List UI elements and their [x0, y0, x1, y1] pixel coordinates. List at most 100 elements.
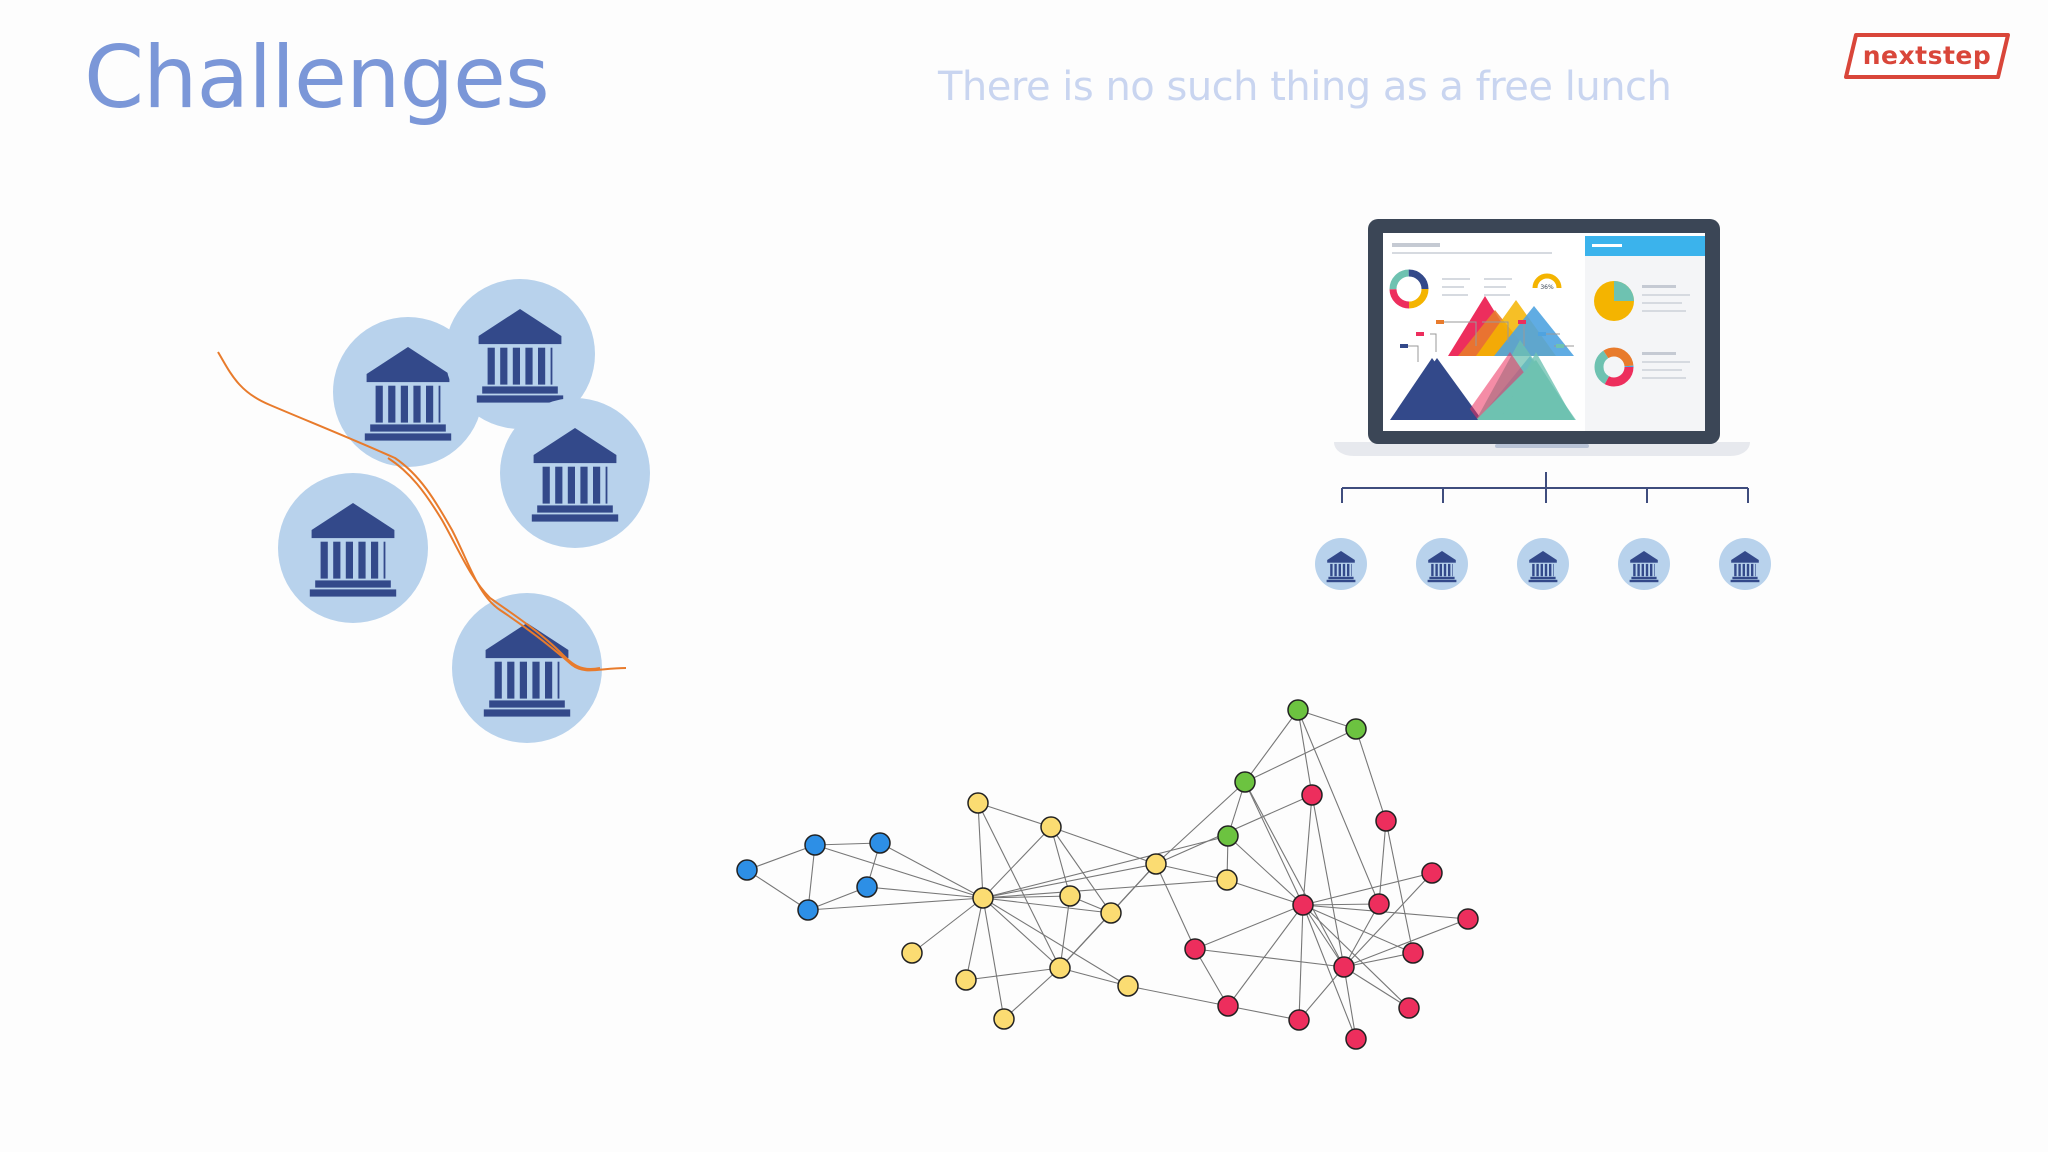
network-nodes	[736, 699, 1479, 1050]
network-node	[1398, 997, 1420, 1019]
network-node	[1100, 902, 1122, 924]
bank-node	[1719, 538, 1771, 590]
fragmented-banks-illustration	[217, 279, 650, 743]
slide-subtitle: There is no such thing as a free lunch	[938, 64, 1672, 110]
network-edge	[1050, 826, 1157, 865]
network-node	[1288, 1009, 1310, 1031]
network-node	[1049, 957, 1071, 979]
bank-node	[1315, 538, 1367, 590]
network-edge	[879, 842, 984, 899]
network-edge	[1059, 895, 1071, 969]
network-edge	[1343, 966, 1410, 1009]
network-node	[1217, 825, 1239, 847]
network-edge	[1155, 863, 1196, 950]
bank-node	[1517, 538, 1569, 590]
nextstep-logo: nextstep	[1842, 32, 2012, 80]
network-edge	[911, 897, 984, 954]
donut-chart-icon	[1389, 269, 1429, 309]
fracture-line	[217, 351, 627, 672]
gauge-label: 36%	[1540, 284, 1554, 291]
network-edge	[982, 897, 1129, 987]
dashboard-content: 36%	[1389, 236, 1705, 431]
network-edge	[1244, 728, 1357, 783]
network-node	[1217, 995, 1239, 1017]
bank-node	[500, 398, 650, 548]
network-edge	[1302, 794, 1313, 906]
laptop-dashboard-icon: 36%	[1334, 219, 1750, 456]
network-edge	[982, 897, 1005, 1020]
logo-text: nextstep	[1862, 41, 1992, 70]
network-edge	[1343, 918, 1469, 968]
network-edge	[982, 826, 1052, 899]
network-node	[967, 792, 989, 814]
network-node	[972, 887, 994, 909]
network-edge	[1155, 863, 1228, 881]
network-node	[736, 859, 758, 881]
network-node	[1287, 699, 1309, 721]
network-edge	[965, 967, 1061, 981]
network-edge	[982, 863, 1157, 899]
network-node	[1145, 853, 1167, 875]
network-node	[1375, 810, 1397, 832]
bank-row	[1315, 538, 1771, 590]
network-edge	[1302, 904, 1410, 1009]
network-edge	[977, 802, 1061, 969]
network-edge	[1227, 904, 1304, 1007]
network-node	[1040, 816, 1062, 838]
network-edge	[1155, 781, 1246, 865]
network-edge	[1378, 820, 1387, 905]
network-edge	[965, 897, 984, 981]
network-node	[1301, 784, 1323, 806]
network-node	[1117, 975, 1139, 997]
network-edge	[814, 844, 984, 899]
bank-node	[278, 473, 428, 623]
network-edge	[1343, 872, 1433, 968]
network-edge	[1194, 948, 1229, 1007]
slide-title: Challenges	[84, 28, 550, 128]
network-node	[1333, 956, 1355, 978]
network-edge	[982, 895, 1071, 899]
network-edge	[1244, 781, 1345, 968]
network-edge	[1050, 826, 1071, 897]
network-edge	[977, 802, 1052, 828]
network-edge	[1343, 952, 1414, 968]
bank-node	[452, 593, 602, 743]
network-node	[1292, 894, 1314, 916]
network-edge	[1297, 709, 1380, 905]
network-edge	[746, 844, 816, 871]
network-edge	[807, 844, 816, 911]
bank-node	[1618, 538, 1670, 590]
network-edge	[1050, 826, 1112, 914]
network-node	[993, 1008, 1015, 1030]
network-edge	[982, 897, 1112, 914]
network-edge	[977, 802, 984, 899]
network-node	[1059, 885, 1081, 907]
laptop-base	[1334, 442, 1750, 456]
network-node	[856, 876, 878, 898]
network-graph	[736, 699, 1479, 1050]
network-node	[1368, 893, 1390, 915]
network-edge	[1194, 904, 1304, 950]
network-edge	[1302, 872, 1433, 906]
network-edge	[1302, 904, 1345, 968]
network-node	[901, 942, 923, 964]
network-node	[1184, 938, 1206, 960]
network-edge	[1244, 781, 1304, 906]
network-edge	[1194, 948, 1345, 968]
bank-node	[1416, 538, 1468, 590]
network-edge	[1127, 985, 1229, 1007]
network-edge	[1227, 835, 1304, 906]
network-node	[955, 969, 977, 991]
network-edge	[1385, 820, 1414, 954]
bank-node	[445, 279, 595, 429]
network-edge	[1298, 904, 1304, 1021]
network-edge	[1227, 1005, 1300, 1021]
network-edge	[807, 897, 984, 911]
network-edge	[866, 886, 984, 899]
network-node	[1216, 869, 1238, 891]
network-edge	[1302, 903, 1380, 906]
network-node	[1421, 862, 1443, 884]
network-edge	[814, 842, 881, 846]
network-edge	[1343, 903, 1380, 968]
